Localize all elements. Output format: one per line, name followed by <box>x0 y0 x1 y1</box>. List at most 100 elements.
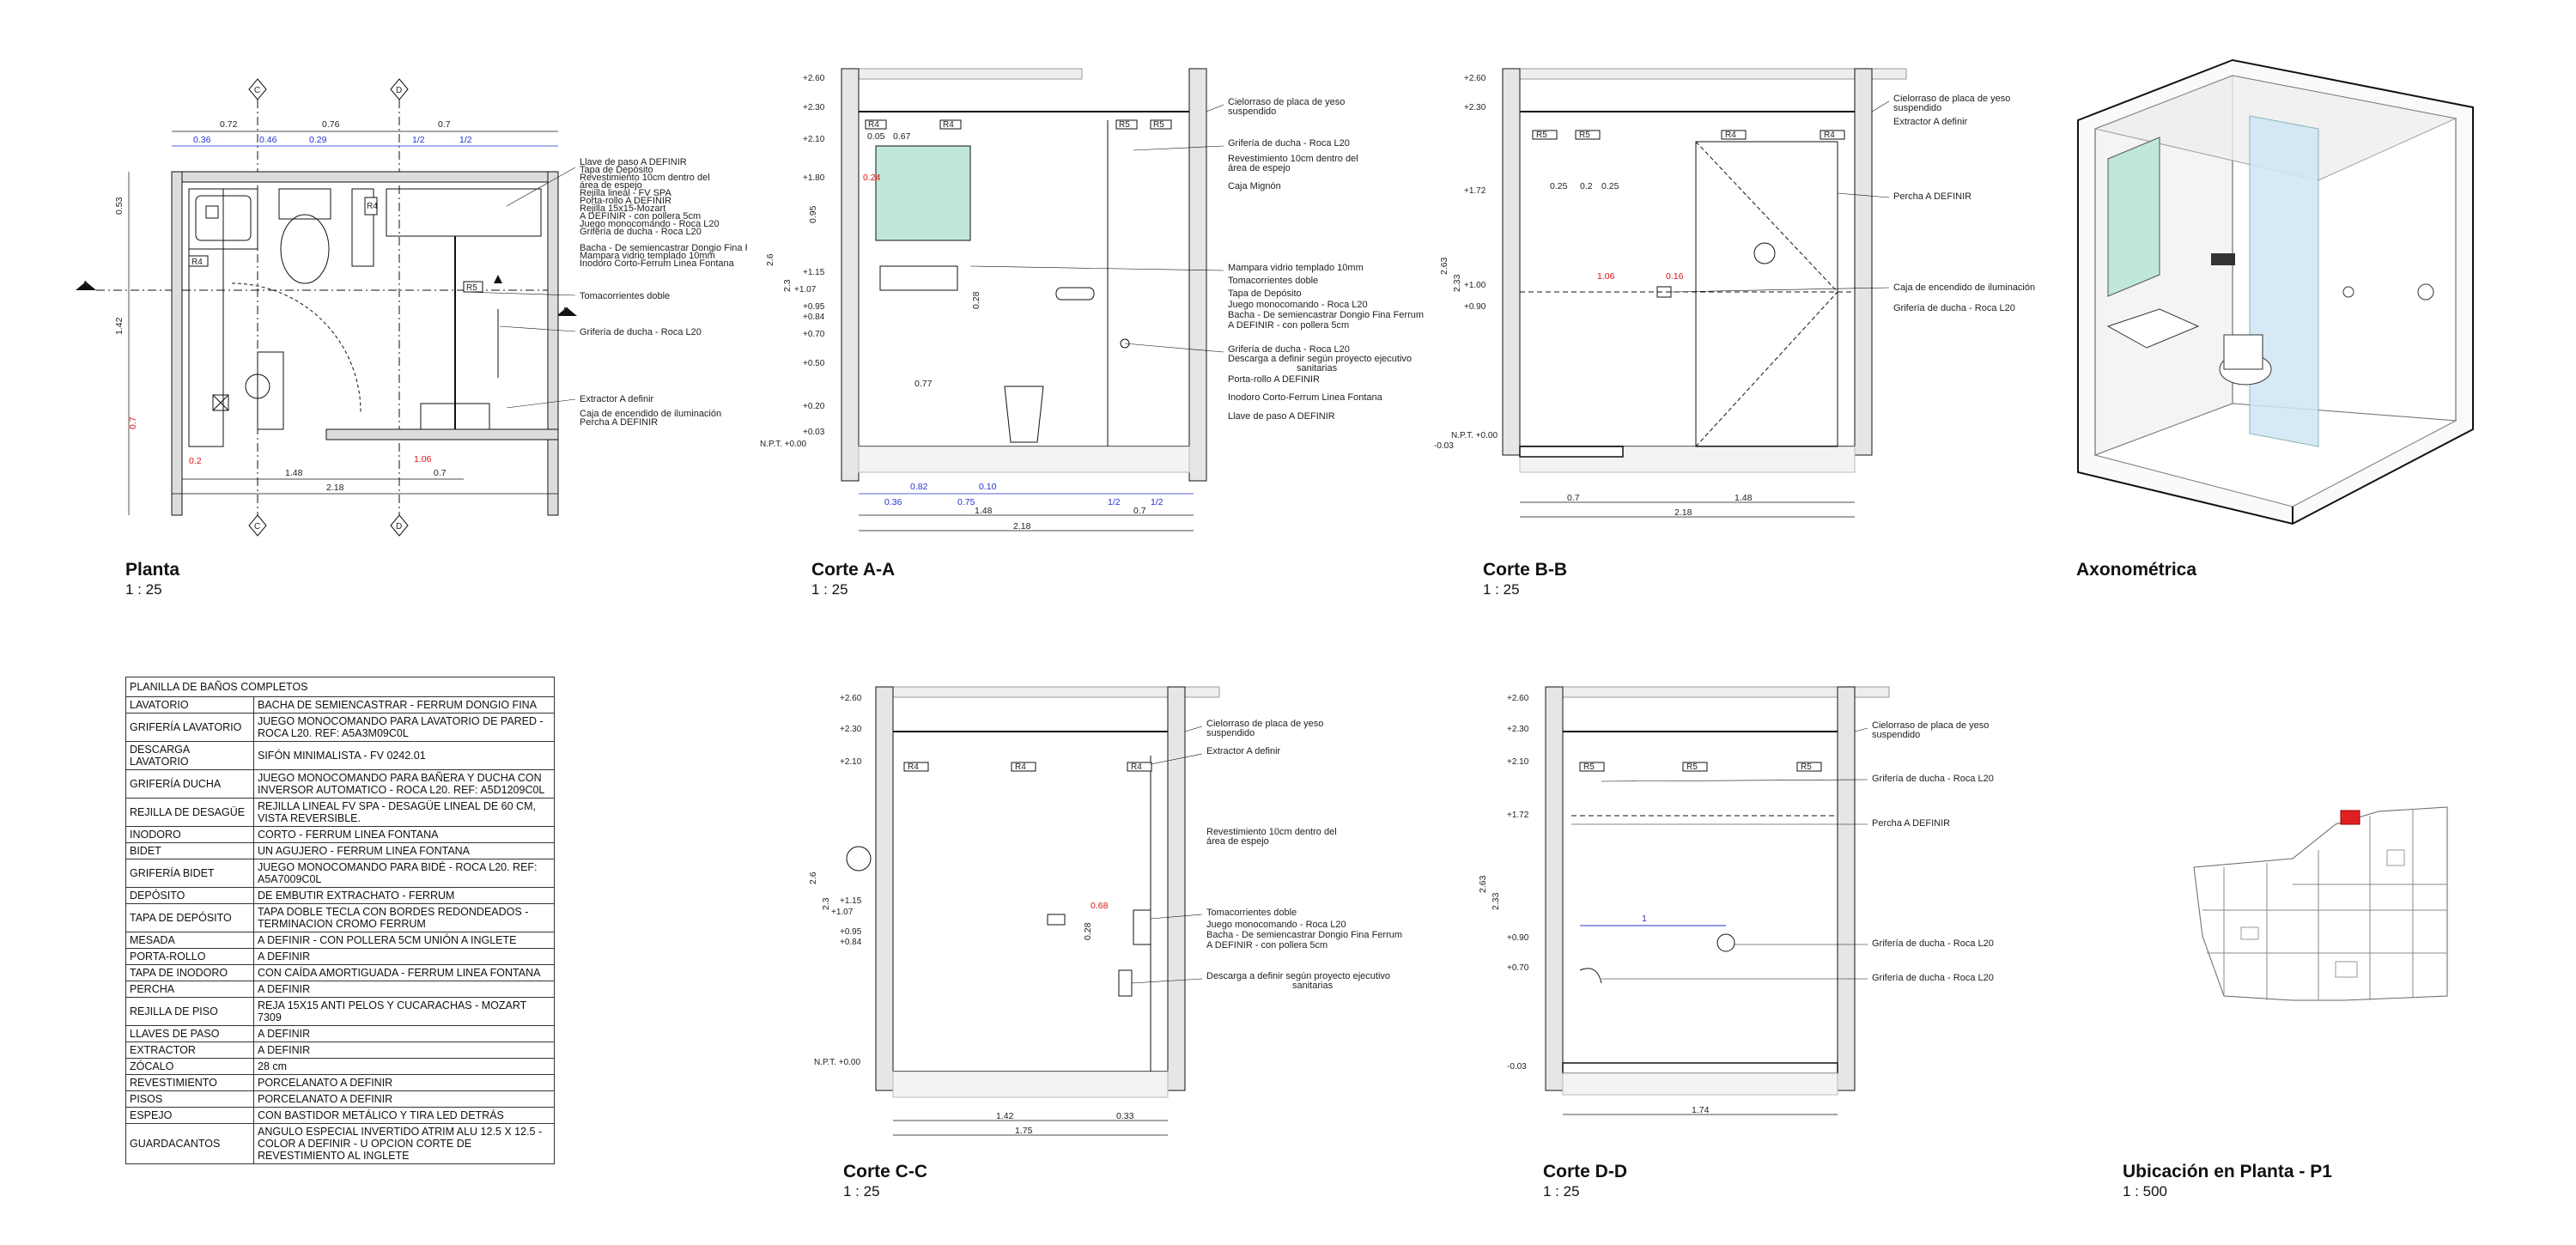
svg-text:0.53: 0.53 <box>114 197 125 215</box>
planilla-spec: SIFÓN MINIMALISTA - FV 0242.01 <box>253 741 555 770</box>
planta-title: Planta <box>125 560 180 580</box>
svg-text:R5: R5 <box>1536 131 1547 140</box>
svg-text:Grifería de ducha - Roca L20: Grifería de ducha - Roca L20 <box>580 227 702 237</box>
svg-text:0.75: 0.75 <box>957 497 975 507</box>
corte-bb-scale: 1 : 25 <box>1483 581 1520 598</box>
svg-text:0.2: 0.2 <box>1580 181 1593 191</box>
svg-text:+2.10: +2.10 <box>1507 757 1529 767</box>
svg-text:R5: R5 <box>1119 120 1130 130</box>
planilla-spec: 28 cm <box>253 1058 555 1075</box>
svg-text:Caja Mignón: Caja Mignón <box>1228 181 1281 191</box>
svg-text:1.75: 1.75 <box>1015 1126 1033 1136</box>
svg-text:0.05: 0.05 <box>867 131 885 142</box>
planilla-spec: TAPA DOBLE TECLA CON BORDES REDONDEADOS … <box>253 903 555 932</box>
planta-drawing: C D C D A B R4 R4 R5 0.72 0.76 0.7 0.36 … <box>76 78 747 537</box>
svg-text:D: D <box>396 522 402 531</box>
svg-text:+0.70: +0.70 <box>1507 963 1529 973</box>
planilla-spec: CON CAÍDA AMORTIGUADA - FERRUM LINEA FON… <box>253 964 555 981</box>
svg-text:0.28: 0.28 <box>1083 922 1093 940</box>
planilla-item: DEPÓSITO <box>125 887 254 904</box>
svg-text:1/2: 1/2 <box>1108 497 1121 507</box>
planilla-item: EXTRACTOR <box>125 1042 254 1059</box>
svg-text:+0.84: +0.84 <box>840 938 862 947</box>
svg-text:Rejilla lineal - FV SPA: Rejilla lineal - FV SPA <box>580 188 671 198</box>
svg-text:0.67: 0.67 <box>893 131 911 142</box>
corte-aa-levels: +2.60 +2.30 +2.10 +1.80 +1.15 +1.07 +0.9… <box>760 74 825 449</box>
svg-text:Bacha - De semiencastrar Dongi: Bacha - De semiencastrar Dongio Fina Fer… <box>580 243 747 253</box>
svg-text:Percha A DEFINIR: Percha A DEFINIR <box>1893 191 1971 202</box>
svg-text:2.6: 2.6 <box>765 253 775 266</box>
section-mark-a: A <box>82 280 88 289</box>
svg-text:R4: R4 <box>191 258 203 267</box>
svg-text:1.48: 1.48 <box>975 506 993 516</box>
svg-text:+2.30: +2.30 <box>1464 103 1486 112</box>
planilla-spec: REJA 15X15 ANTI PELOS Y CUCARACHAS - MOZ… <box>253 997 555 1026</box>
corte-aa-title: Corte A-A <box>811 560 896 580</box>
svg-text:C: C <box>254 522 260 531</box>
section-marker-c-top: C <box>248 78 267 100</box>
planilla-item: BIDET <box>125 842 254 859</box>
svg-text:Descarga a definir según proye: Descarga a definir según proyecto ejecut… <box>1228 354 1412 364</box>
svg-text:Grifería de ducha - Roca L20: Grifería de ducha - Roca L20 <box>1872 774 1994 784</box>
corte-dd-drawing: R5 R5 R5 1 +2.60 +2.30 +2.10 +1.72 +0.90… <box>1478 686 1994 1115</box>
svg-text:sanitarias: sanitarias <box>1297 363 1338 374</box>
svg-text:0.7: 0.7 <box>434 468 447 478</box>
svg-text:Revestimiento 10cm dentro del: Revestimiento 10cm dentro del <box>580 173 710 183</box>
svg-text:+1.15: +1.15 <box>803 268 825 277</box>
svg-text:+1.07: +1.07 <box>794 285 817 295</box>
svg-text:área de espejo: área de espejo <box>580 180 642 191</box>
svg-text:Porta-rollo A DEFINIR: Porta-rollo A DEFINIR <box>1228 374 1320 385</box>
svg-text:1/2: 1/2 <box>459 135 472 145</box>
planilla-item: PISOS <box>125 1090 254 1108</box>
planilla-spec: A DEFINIR <box>253 948 555 965</box>
svg-text:área de espejo: área de espejo <box>1206 836 1269 847</box>
svg-text:0.95: 0.95 <box>808 205 818 223</box>
svg-text:Llave de paso A DEFINIR: Llave de paso A DEFINIR <box>580 157 687 167</box>
svg-text:+0.50: +0.50 <box>803 359 825 368</box>
svg-text:Tomacorrientes doble: Tomacorrientes doble <box>580 291 670 301</box>
svg-text:N.P.T. +0.00: N.P.T. +0.00 <box>1451 431 1498 440</box>
svg-text:+1.00: +1.00 <box>1464 281 1486 290</box>
planilla-spec: CON BASTIDOR METÁLICO Y TIRA LED DETRÁS <box>253 1107 555 1124</box>
svg-text:1.06: 1.06 <box>414 454 432 465</box>
section-mark-d: D <box>396 86 402 95</box>
svg-text:N.P.T. +0.00: N.P.T. +0.00 <box>814 1058 860 1067</box>
svg-text:R5: R5 <box>1801 762 1812 772</box>
svg-text:-0.03: -0.03 <box>1434 441 1454 451</box>
svg-text:+2.60: +2.60 <box>1464 74 1486 83</box>
svg-text:2.33: 2.33 <box>1491 892 1501 910</box>
svg-text:R5: R5 <box>466 283 477 293</box>
corte-dd-title: Corte D-D <box>1543 1162 1627 1181</box>
svg-text:+2.30: +2.30 <box>803 103 825 112</box>
svg-text:0.25: 0.25 <box>1550 181 1568 191</box>
svg-text:R4: R4 <box>1824 131 1835 140</box>
planilla-item: GUARDACANTOS <box>125 1123 254 1164</box>
ubicacion-scale: 1 : 500 <box>2123 1183 2167 1199</box>
corte-cc-levels: +2.60 +2.30 +2.10 +1.15 +1.07 +0.95 +0.8… <box>814 694 862 1067</box>
planta-annotations: Llave de paso A DEFINIR Tapa de Depósito… <box>580 157 747 428</box>
planilla-item: DESCARGA LAVATORIO <box>125 741 254 770</box>
svg-text:0.46: 0.46 <box>259 135 277 145</box>
svg-text:+1.80: +1.80 <box>803 173 825 183</box>
svg-text:2.63: 2.63 <box>1439 257 1449 275</box>
planilla-item: LLAVES DE PASO <box>125 1025 254 1042</box>
svg-text:0.7: 0.7 <box>128 416 138 429</box>
svg-text:Extractor A definir: Extractor A definir <box>1206 746 1281 756</box>
corte-bb-annotations: Cielorraso de placa de yeso suspendido E… <box>1893 94 2035 313</box>
planilla-item: REVESTIMIENTO <box>125 1074 254 1091</box>
planilla-item: ESPEJO <box>125 1107 254 1124</box>
svg-text:Juego monocomando - Roca L20: Juego monocomando - Roca L20 <box>1228 300 1368 310</box>
svg-text:1.48: 1.48 <box>1735 493 1753 503</box>
svg-text:Extractor A definir: Extractor A definir <box>1893 117 1968 127</box>
svg-text:Inodoro Corto-Ferrum Linea Fon: Inodoro Corto-Ferrum Linea Fontana <box>1228 392 1383 403</box>
